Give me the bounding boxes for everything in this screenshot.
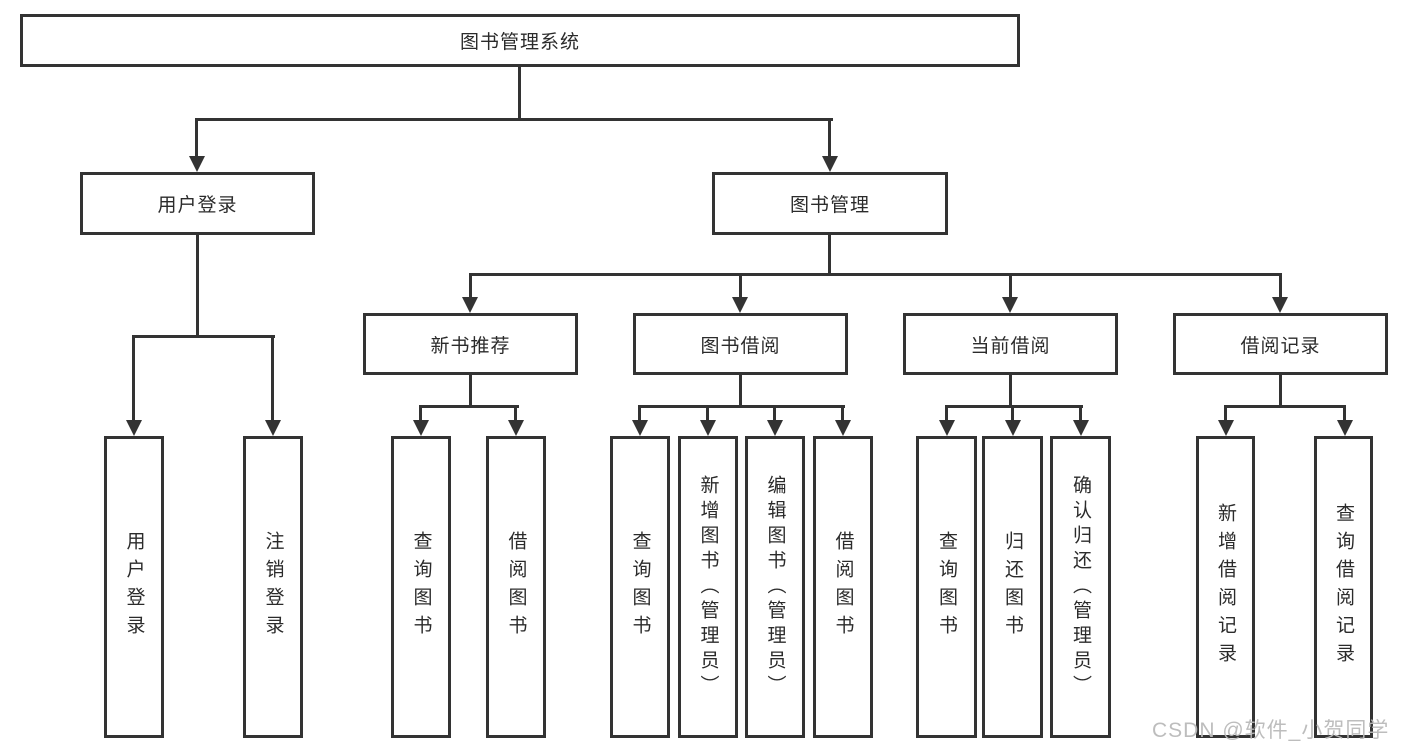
node-current-borrow: 当前借阅: [903, 313, 1118, 375]
connector-line: [828, 235, 831, 273]
node-label: 借阅图书: [505, 531, 527, 643]
connector-line: [945, 405, 1083, 408]
node-leaf-borrow-books-1: 借阅图书: [486, 436, 546, 738]
node-leaf-borrow-books-2: 借阅图书: [813, 436, 873, 738]
connector-line: [638, 405, 641, 423]
node-label: 确认归还（管理员）: [1070, 474, 1091, 700]
connector-line: [1224, 405, 1346, 408]
node-leaf-confirm-return-admin: 确认归还（管理员）: [1050, 436, 1111, 738]
arrowhead-icon: [126, 420, 142, 436]
connector-line: [773, 405, 776, 423]
arrowhead-icon: [822, 156, 838, 172]
connector-line: [469, 273, 1282, 276]
arrowhead-icon: [632, 420, 648, 436]
node-root: 图书管理系统: [20, 14, 1020, 67]
arrowhead-icon: [413, 420, 429, 436]
node-label: 当前借阅: [970, 335, 1051, 357]
connector-line: [1009, 375, 1012, 405]
arrowhead-icon: [1073, 420, 1089, 436]
arrowhead-icon: [732, 297, 748, 313]
connector-line: [706, 405, 709, 423]
node-leaf-query-borrow-record: 查询借阅记录: [1314, 436, 1373, 738]
node-leaf-add-books-admin: 新增图书（管理员）: [678, 436, 738, 738]
node-label: 用户登录: [123, 531, 145, 643]
connector-line: [271, 335, 274, 422]
node-label: 图书管理: [789, 195, 870, 216]
arrowhead-icon: [189, 156, 205, 172]
connector-line: [1279, 375, 1282, 405]
arrowhead-icon: [1337, 420, 1353, 436]
node-leaf-return-books: 归还图书: [982, 436, 1043, 738]
node-book-management: 图书管理: [712, 172, 948, 235]
connector-line: [195, 118, 198, 160]
connector-line: [1343, 405, 1346, 423]
connector-line: [514, 405, 517, 423]
arrowhead-icon: [1005, 420, 1021, 436]
arrowhead-icon: [835, 420, 851, 436]
csdn-watermark: CSDN @软件_小贺同学: [1152, 719, 1390, 742]
connector-line: [1079, 405, 1082, 423]
node-label: 图书借阅: [700, 335, 781, 357]
connector-line: [841, 405, 844, 423]
node-label: 新书推荐: [430, 335, 511, 357]
connector-line: [196, 118, 833, 121]
arrowhead-icon: [265, 420, 281, 436]
connector-line: [419, 405, 422, 423]
connector-line: [638, 405, 845, 408]
node-label: 查询图书: [410, 531, 432, 643]
connector-line: [828, 118, 831, 160]
connector-line: [419, 405, 519, 408]
node-leaf-query-books-2: 查询图书: [610, 436, 670, 738]
node-book-borrow: 图书借阅: [633, 313, 848, 375]
node-root-label: 图书管理系统: [459, 32, 580, 53]
node-label: 编辑图书（管理员）: [764, 474, 786, 700]
connector-line: [1279, 273, 1282, 301]
node-leaf-query-books-3: 查询图书: [916, 436, 977, 738]
node-leaf-query-books-1: 查询图书: [391, 436, 451, 738]
node-label: 注销登录: [262, 531, 284, 643]
connector-line: [518, 67, 521, 118]
connector-line: [739, 375, 742, 405]
connector-line: [196, 235, 199, 335]
connector-line: [1011, 405, 1014, 423]
node-label: 查询图书: [629, 531, 651, 643]
node-label: 借阅图书: [832, 531, 854, 643]
node-label: 用户登录: [157, 195, 238, 216]
arrowhead-icon: [508, 420, 524, 436]
node-borrow-records: 借阅记录: [1173, 313, 1388, 375]
arrowhead-icon: [1218, 420, 1234, 436]
node-leaf-logout: 注销登录: [243, 436, 303, 738]
arrowhead-icon: [700, 420, 716, 436]
node-new-book-recommend: 新书推荐: [363, 313, 578, 375]
node-label: 新增借阅记录: [1215, 503, 1236, 671]
connector-line: [739, 273, 742, 301]
connector-line: [1009, 273, 1012, 301]
arrowhead-icon: [1272, 297, 1288, 313]
node-label: 查询图书: [936, 531, 957, 643]
node-label: 新增图书（管理员）: [697, 474, 719, 700]
node-leaf-add-borrow-record: 新增借阅记录: [1196, 436, 1255, 738]
connector-line: [1224, 405, 1227, 423]
connector-line: [132, 335, 135, 422]
node-leaf-user-login: 用户登录: [104, 436, 164, 738]
connector-line: [469, 375, 472, 405]
arrowhead-icon: [767, 420, 783, 436]
connector-line: [469, 273, 472, 301]
node-label: 查询借阅记录: [1333, 503, 1354, 671]
node-user-login: 用户登录: [80, 172, 315, 235]
arrowhead-icon: [462, 297, 478, 313]
arrowhead-icon: [939, 420, 955, 436]
connector-line: [945, 405, 948, 423]
arrowhead-icon: [1002, 297, 1018, 313]
node-leaf-edit-books-admin: 编辑图书（管理员）: [745, 436, 805, 738]
connector-line: [132, 335, 275, 338]
node-label: 借阅记录: [1240, 335, 1321, 357]
node-label: 归还图书: [1002, 531, 1023, 643]
